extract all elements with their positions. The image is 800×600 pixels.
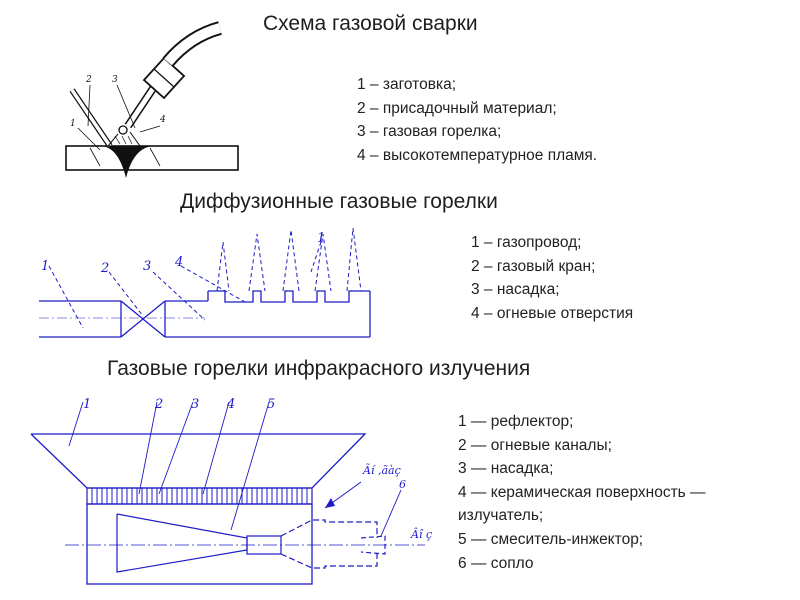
callout-5: 5 xyxy=(267,397,275,412)
diffusion-burners-title: Диффузионные газовые горелки xyxy=(180,190,498,213)
legend-item: 1 — рефлектор; xyxy=(458,413,574,430)
legend-item: 3 – насадка; xyxy=(471,281,560,299)
infrared-burners-title: Газовые горелки инфракрасного излучения xyxy=(107,357,531,380)
gas-label: Ãí ,ãàç xyxy=(362,463,401,477)
callout-1: 1 xyxy=(83,397,91,412)
legend-item: 5 — смеситель-инжектор; xyxy=(458,530,644,548)
fire-holes xyxy=(208,290,370,303)
callout-6: 6 xyxy=(399,478,406,491)
callout-1: 1 xyxy=(70,119,76,129)
air-label: Âî ç xyxy=(410,527,432,541)
gas-welding-legend: 1 – заготовка; 2 – присадочный материал;… xyxy=(357,73,597,167)
legend-item: 2 – присадочный материал; xyxy=(357,99,557,117)
mixer-injector xyxy=(116,513,248,573)
legend-item: излучатель; xyxy=(458,507,544,525)
callout-2: 2 xyxy=(154,397,163,412)
gas-welding-title: Схема газовой сварки xyxy=(263,12,478,35)
infrared-burners-legend: 1 — рефлектор; 2 — огневые каналы; 3 — н… xyxy=(458,410,706,575)
legend-item: 2 — огневые каналы; xyxy=(458,436,612,454)
callout-1-top: 1 xyxy=(317,231,325,246)
legend-item: 2 – газовый кран; xyxy=(471,257,596,275)
diffusion-burners-legend: 1 – газопровод; 2 – газовый кран; 3 – на… xyxy=(471,231,633,325)
legend-item: 1 – газопровод; xyxy=(471,234,582,251)
callout-4: 4 xyxy=(226,397,235,412)
reflector xyxy=(30,433,367,489)
legend-item: 4 – огневые отверстия xyxy=(471,304,634,322)
callout-4: 4 xyxy=(159,115,166,125)
ceramic-surface xyxy=(86,487,313,505)
gas-inlet xyxy=(280,519,378,538)
legend-item: 3 — насадка; xyxy=(458,460,554,478)
flame-core xyxy=(118,125,128,135)
burner-housing xyxy=(86,503,313,585)
diffusion-burner-diagram: 1 2 3 4 1 xyxy=(39,227,371,338)
workpiece xyxy=(65,145,239,171)
legend-item: 6 — сопло xyxy=(458,554,534,572)
weld-pool xyxy=(100,146,155,178)
legend-item: 4 — керамическая поверхность — xyxy=(458,483,706,501)
callout-3: 3 xyxy=(112,75,118,85)
legend-item: 4 – высокотемпературное пламя. xyxy=(357,146,598,164)
infrared-burner-diagram: 1 2 3 4 5 Ãí ,ãàç 6 Âî ç xyxy=(30,397,432,585)
legend-item: 3 – газовая горелка; xyxy=(357,123,502,141)
legend-item: 1 – заготовка; xyxy=(357,76,457,93)
flame-cone xyxy=(106,131,141,147)
callout-4: 4 xyxy=(174,255,183,270)
callout-1: 1 xyxy=(41,259,49,274)
callout-3: 3 xyxy=(143,259,151,274)
callout-2: 2 xyxy=(100,261,109,276)
callout-2: 2 xyxy=(85,75,92,85)
gas-welding-diagram: 1 2 3 4 xyxy=(65,21,239,178)
callout-3: 3 xyxy=(191,397,199,412)
